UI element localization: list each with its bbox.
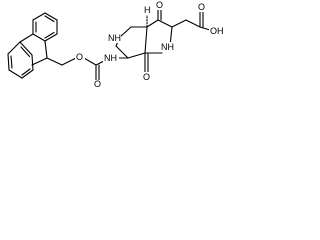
- chemical-structure: NH H O NH O NH O O O OH: [7, 0, 225, 89]
- ester-o-label: O: [76, 52, 83, 62]
- bicyclic-core: [115, 8, 173, 74]
- amide-o-label: O: [143, 72, 150, 82]
- acetic-acid-group: [171, 11, 211, 31]
- carbamate-group: [61, 57, 111, 82]
- ring-nh-label: NH: [108, 33, 121, 43]
- amide-nh-label: NH: [161, 42, 174, 52]
- carbamate-o-label: O: [94, 79, 101, 89]
- structure-canvas: NH H O NH O NH O O O OH: [0, 0, 235, 126]
- acid-o-label: O: [198, 2, 205, 12]
- carbamate-nh-label: NH: [104, 53, 117, 63]
- stereo-h-label: H: [144, 5, 151, 15]
- ketone-o-label: O: [156, 0, 163, 10]
- fluorenyl-group: [7, 12, 63, 79]
- acid-oh-label: OH: [210, 26, 224, 36]
